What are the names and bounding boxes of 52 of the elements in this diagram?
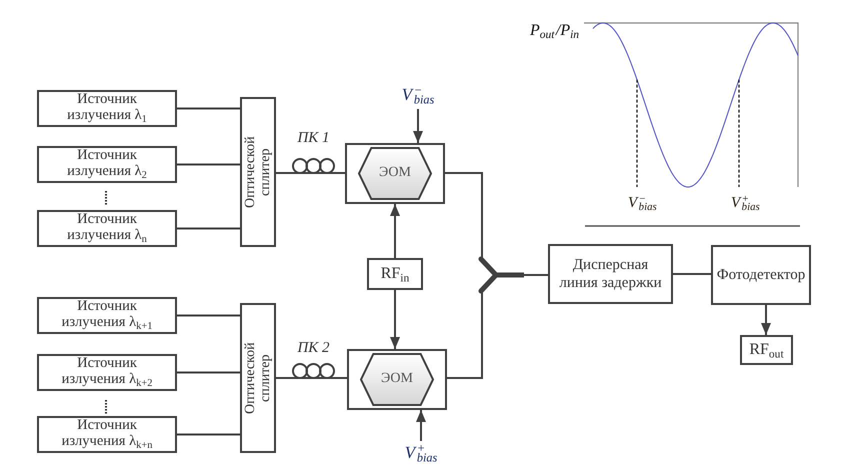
connector-line	[673, 273, 711, 275]
source-label: Источник излучения λ$_{2}$	[66, 147, 148, 182]
signal-box	[367, 258, 423, 290]
signal-box	[740, 335, 793, 365]
connector-line	[177, 314, 240, 316]
process-box	[711, 245, 811, 305]
source-box	[37, 90, 177, 127]
process-label: Дисперсная линия задержки	[558, 256, 663, 292]
controller-label: ПК 2	[296, 340, 331, 357]
arrow	[390, 290, 400, 349]
modulator-label: ЭОМ	[379, 165, 411, 182]
connector-line	[276, 377, 290, 379]
connector-line	[177, 434, 240, 436]
source-label: Источник излучения λ$_{k+n}$	[60, 417, 154, 452]
arrow	[416, 410, 426, 441]
source-box	[37, 416, 177, 453]
source-box	[37, 210, 177, 247]
process-box	[548, 244, 673, 304]
connector-line	[177, 228, 240, 230]
modulator-label: ЭОМ	[381, 371, 413, 388]
controller-label: ПК 1	[296, 130, 331, 147]
source-box	[37, 354, 177, 391]
arrow	[390, 204, 400, 258]
source-box	[37, 146, 177, 183]
connector-line	[177, 108, 240, 110]
connector-line	[496, 272, 548, 278]
connector-line	[337, 172, 345, 174]
source-box	[37, 297, 177, 334]
connector-line	[177, 164, 240, 166]
connector-line	[445, 172, 498, 278]
connector-line	[447, 272, 498, 379]
connector-line	[337, 377, 347, 379]
signal-label: RF$_{in}$	[380, 264, 410, 284]
splitter-label: Оптической сплитер	[243, 341, 273, 416]
modulator-box	[347, 349, 447, 410]
connector-line	[177, 372, 240, 374]
source-label: Источник излучения λ$_{n}$	[66, 211, 148, 246]
splitter-label: Оптической сплитер	[243, 135, 273, 210]
connector-line	[276, 172, 290, 174]
process-label: Фотодетектор	[716, 266, 806, 284]
source-label: Источник излучения λ$_{k+2}$	[60, 355, 154, 390]
source-label: Источник излучения λ$_{k+1}$	[60, 298, 154, 333]
modulator-hexagon	[358, 147, 432, 200]
modulator-box	[345, 143, 445, 204]
source-label: Источник излучения λ$_{1}$	[66, 91, 148, 126]
arrow	[761, 305, 771, 335]
splitter-box	[240, 97, 276, 247]
axis-label: P$_{out}$/P$_{in}$	[530, 21, 580, 42]
arrow	[413, 109, 423, 143]
splitter-box	[240, 303, 276, 453]
modulator-hexagon	[360, 353, 434, 406]
signal-label: RF$_{out}$	[749, 340, 784, 360]
